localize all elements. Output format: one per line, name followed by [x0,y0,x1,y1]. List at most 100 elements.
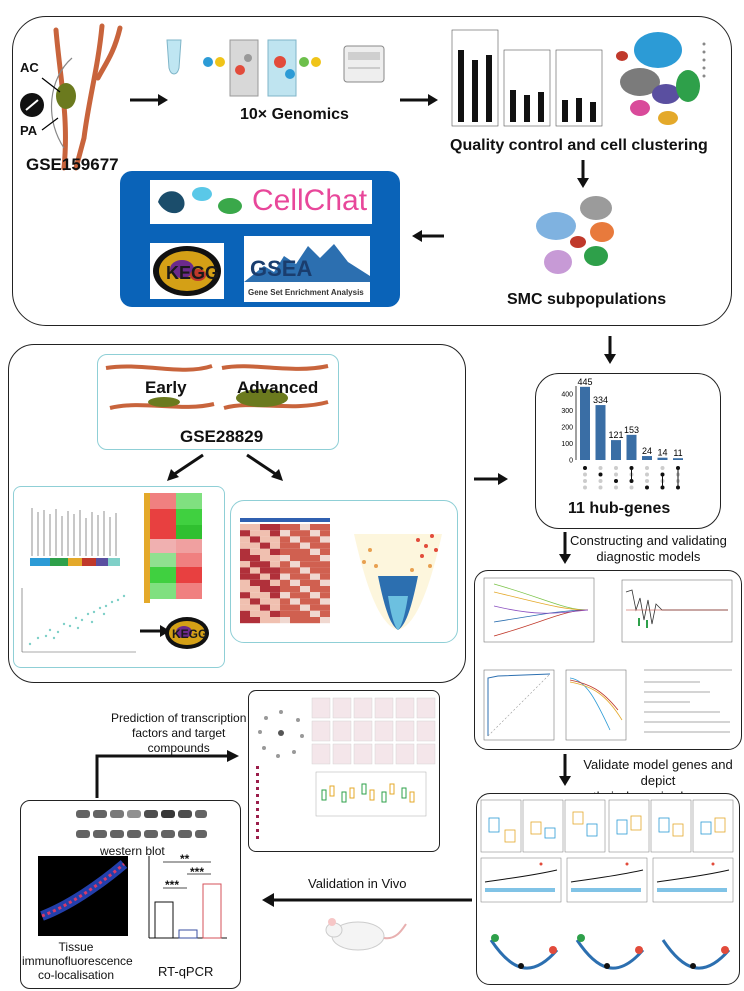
tube-icon [166,39,182,75]
compound-boxplot [315,771,427,817]
gsea-card: GSEA Gene Set Enrichment Analysis [244,236,370,302]
correlation-scatter-plot [21,588,136,653]
trajectory-plots [489,934,731,970]
arrow-left-icon [412,230,444,242]
matrix-dot [645,485,649,490]
upset-bar [580,386,590,460]
matrix-dot [598,485,603,490]
cellchat-card: CellChat [150,180,372,224]
upset-bar [642,456,652,460]
matrix-dot [645,472,649,477]
tsne-cluster-plot [616,32,706,125]
sequencer-icon [343,45,385,83]
decision-curve-plot [565,669,627,741]
y-tick-label: 100 [561,441,573,448]
dataset-label-mid: GSE28829 [180,427,264,446]
microfluidics-icon [203,39,321,97]
smc-label: SMC subpopulations [507,291,667,308]
western-blot-image [72,806,208,846]
dendrogram-plot [30,508,120,566]
bar-value-label: 24 [642,446,652,456]
cell-icon [158,187,242,214]
matrix-dot [614,479,618,483]
prediction-label: Prediction of transcription factors and … [111,711,247,755]
arrow-right-icon [400,94,438,106]
bar-value-label: 121 [608,430,623,440]
upset-bar [611,440,621,460]
upset-bar [673,458,683,460]
ac-label: AC [20,60,39,75]
arrow-down-icon [559,532,571,564]
arrow-down-icon [559,754,571,786]
volcano-plot [354,534,442,630]
advanced-label: Advanced [237,378,319,397]
matrix-dot [645,479,649,483]
matrix-dot [598,466,603,470]
smc-tsne-plot [536,196,614,274]
y-tick-label: 0 [569,458,573,465]
rtqpcr-label: RT-qPCR [158,964,214,979]
matrix-dot [583,466,587,470]
artery-stages-illustration [105,364,329,410]
gsea-label: GSEA [250,256,313,281]
svg-text:KEGG: KEGG [166,263,219,283]
artery-illustration [20,23,123,171]
matrix-dot [660,466,665,470]
matrix-dot [598,479,603,483]
bar-value-label: 153 [624,425,639,435]
qc-label: Quality control and cell clustering [450,137,708,154]
arrow-right-icon [140,625,170,637]
sig-label-1: ** [180,852,190,866]
tf-network-plot [258,710,304,758]
mouse-icon [325,918,407,951]
arrow-down-icon [577,160,589,188]
roc-curve-plot [483,669,555,741]
tf-bar-list [256,766,259,839]
matrix-dot [614,472,618,477]
vivo-label: Validation in Vivo [308,876,407,891]
arrow-down-icon [604,336,616,364]
bar-value-label: 334 [593,395,608,405]
bent-arrow-icon [95,750,239,798]
boxplot-panels [480,799,734,853]
immunofluorescence-image [38,856,128,936]
sig-label-2: *** [165,878,180,892]
arrow-left-icon [262,893,472,907]
matrix-dot [583,472,587,477]
arrow-right-icon [130,94,168,106]
y-tick-label: 400 [561,392,573,399]
y-tick-label: 300 [561,408,573,415]
y-tick-label: 200 [561,425,573,432]
matrix-dot [583,485,587,490]
early-label: Early [145,378,187,397]
upset-bar [595,405,606,460]
gsea-plot-icon [244,244,370,282]
sig-label-3: *** [190,865,205,879]
module-heatmap [144,493,202,603]
svg-text:KEGG: KEGG [172,627,207,641]
matrix-dot [598,472,603,477]
arrow-down-left-icon [167,453,204,481]
matrix-dot [583,479,587,483]
deg-heatmap [240,518,330,624]
rtqpcr-bar-chart [148,856,227,939]
western-blot-label: western blot [100,844,165,858]
model-panel [474,570,742,750]
tissue-label: Tissue immunofluorescence co-localisatio… [22,940,133,982]
pa-label: PA [20,123,38,138]
kegg-logo-icon: KEGG [153,246,221,296]
gsea-sub-label: Gene Set Enrichment Analysis [248,288,364,297]
upset-bar [626,434,637,460]
upset-bar [657,457,668,460]
kegg-card: KEGG [150,243,224,299]
construct-label: Constructing and validating diagnostic m… [570,533,727,564]
bar-value-label: 11 [673,448,682,458]
bar-value-label: 445 [577,377,592,387]
cellchat-label: CellChat [252,184,368,217]
qc-violin-plots [451,29,603,127]
dataset-label-top: GSE159677 [26,155,119,174]
matrix-dot [629,485,634,490]
compound-grid [311,697,436,765]
